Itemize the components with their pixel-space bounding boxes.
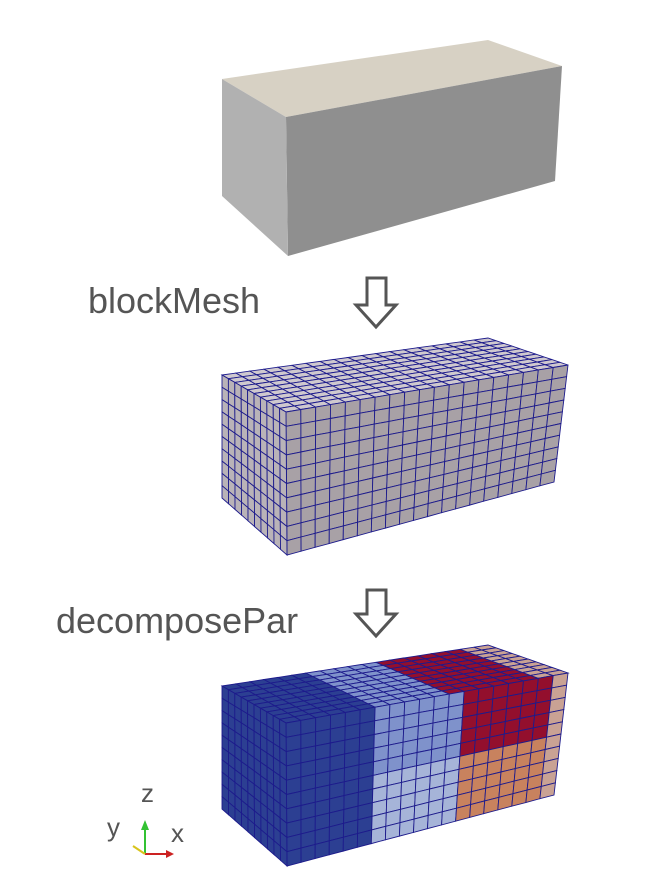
step-label-blockmesh: blockMesh	[88, 280, 260, 321]
step-label-decomposepar: decomposePar	[56, 600, 298, 641]
z-axis-label: z	[141, 778, 154, 808]
mesh-cell	[300, 532, 316, 552]
mesh-cell	[279, 845, 288, 867]
decomposed-block	[220, 644, 570, 867]
geometry-front-face	[286, 66, 562, 256]
x-axis-label: x	[171, 818, 184, 848]
mesh-cell	[300, 843, 316, 863]
mesh-cell	[328, 836, 344, 856]
meshed-block	[220, 337, 569, 556]
mesh-cell	[539, 782, 556, 800]
down-arrow-icon	[352, 276, 400, 330]
mesh-cell	[286, 847, 302, 867]
mesh-front-face	[285, 364, 569, 556]
mesh-top-face	[220, 337, 569, 413]
z-axis-arrow-icon	[141, 820, 149, 830]
decomposed-left-face	[221, 685, 288, 867]
mesh-cell	[314, 840, 330, 860]
mesh-cell	[279, 534, 288, 556]
mesh-left-face	[221, 374, 288, 556]
geometry-left-face	[222, 79, 288, 256]
y-axis-label: y	[107, 812, 120, 842]
geometry-top-face	[222, 40, 562, 117]
axes-triad: z y x	[107, 778, 184, 858]
decomposed-front-face	[285, 672, 569, 867]
down-arrow-icon	[352, 588, 400, 639]
mesh-cell	[539, 469, 556, 487]
x-axis-arrow-icon	[166, 850, 174, 858]
geometry-block	[222, 40, 562, 256]
mesh-cell	[286, 536, 302, 556]
decomposed-top-face	[220, 644, 570, 724]
y-axis-line	[132, 845, 146, 855]
